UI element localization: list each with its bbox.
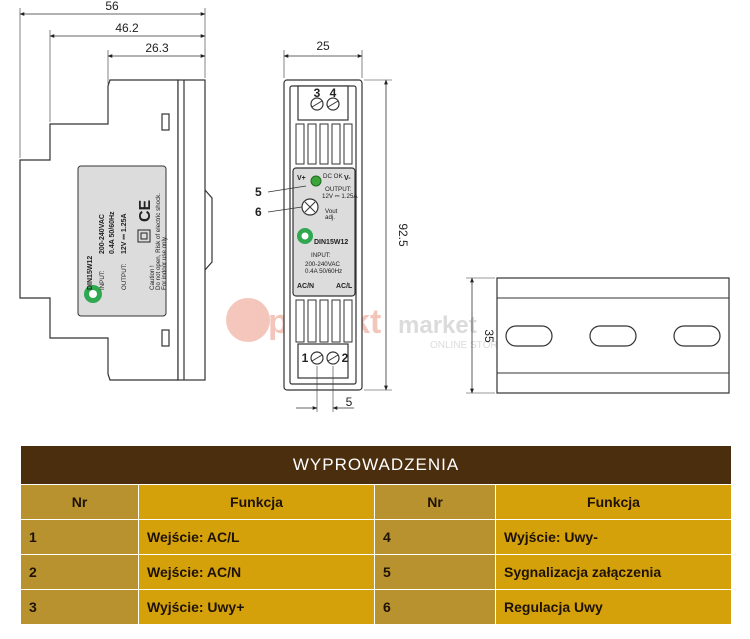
row-nr: 6 [374, 589, 496, 625]
rail-slot-2 [589, 325, 637, 347]
watermark-logo-icon [226, 298, 270, 342]
table-row: 1 Wejście: AC/L 4 Wyjście: Uwy- [20, 519, 733, 555]
front-input-title: INPUT: [311, 252, 331, 259]
row-function: Sygnalizacja załączenia [494, 554, 733, 590]
front-input-value-2: 0.4A 50/60Hz [305, 268, 342, 275]
dim-56: 56 [105, 0, 119, 13]
side-output-value: 12V ⎓ 1.25A [121, 213, 128, 254]
row-nr: 1 [20, 519, 139, 555]
row-function: Wejście: AC/L [138, 519, 375, 555]
header-funkcja-2: Funkcja [494, 484, 733, 520]
front-output-value: 12V ⎓ 1.25A [322, 193, 358, 200]
callout-6: 6 [255, 205, 262, 219]
table-row: 3 Wyjście: Uwy+ 6 Regulacja Uwy [20, 589, 733, 625]
header-funkcja-1: Funkcja [138, 484, 375, 520]
side-caution-1: Caution ! [149, 265, 156, 290]
side-label-plate: DIN15W12 INPUT: 200-240VAC 0.4A 50/60Hz … [77, 165, 168, 317]
side-cover-bulge [204, 189, 213, 271]
watermark-subtitle: ONLINE STORE [430, 340, 505, 351]
front-output-title: OUTPUT: [325, 186, 352, 193]
front-vents-top [295, 123, 353, 165]
side-input-value-2: 0.4A 50/60Hz [109, 211, 116, 254]
dim-25: 25 [316, 39, 330, 53]
front-v-minus: V- [344, 175, 351, 182]
front-model: DIN15W12 [314, 239, 348, 246]
row-nr: 2 [20, 554, 139, 590]
din-rail [466, 277, 730, 394]
side-output-title: OUTPUT: [121, 263, 128, 290]
table-title: WYPROWADZENIA [19, 445, 733, 485]
rail-slot-1 [505, 325, 553, 347]
header-nr-2: Nr [374, 484, 496, 520]
row-nr: 3 [20, 589, 139, 625]
side-input-title: INPUT: [99, 270, 106, 290]
front-terminal-block-bottom [297, 343, 349, 379]
rail-body [496, 277, 730, 394]
front-input-value-1: 200-240VAC [305, 261, 341, 268]
front-screws [310, 97, 340, 365]
header-nr-1: Nr [20, 484, 139, 520]
dim-46-2: 46.2 [115, 21, 139, 35]
side-caution-3: For indoor use only. [161, 235, 168, 290]
front-vout-adj-1: Vout [325, 208, 338, 215]
terminal-4-label: 4 [330, 86, 337, 100]
dim-5: 5 [346, 395, 353, 409]
row-function: Wyjście: Uwy+ [138, 589, 375, 625]
row-function: Wyjście: Uwy- [494, 519, 733, 555]
dim-92-5: 92.5 [396, 223, 410, 247]
front-vents-bottom [295, 299, 353, 343]
terminal-3-label: 3 [314, 86, 321, 100]
front-v-plus: V+ [297, 175, 306, 182]
pinout-table: WYPROWADZENIA Nr Funkcja Nr Funkcja 1 We… [19, 445, 733, 625]
row-function: Wejście: AC/N [138, 554, 375, 590]
row-nr: 5 [374, 554, 496, 590]
callout-5: 5 [255, 185, 262, 199]
front-dc-ok: DC OK [323, 173, 343, 180]
table-row: 2 Wejście: AC/N 5 Sygnalizacja załączeni… [20, 554, 733, 590]
row-nr: 4 [374, 519, 496, 555]
terminal-2-label: 2 [342, 351, 349, 365]
side-front-cover [177, 79, 206, 381]
watermark-brand-b: market [398, 312, 477, 339]
dc-ok-led-icon [310, 175, 322, 187]
side-model: DIN15W12 [87, 256, 94, 290]
rail-slot-3 [673, 325, 721, 347]
ce-mark-icon: CE [137, 199, 154, 222]
callout-leader-6 [267, 206, 303, 213]
front-view [267, 50, 392, 412]
dim-35: 35 [482, 329, 496, 343]
side-clip-bottom [161, 329, 170, 347]
callout-leader-5 [267, 185, 307, 193]
side-input-value-1: 200-240VAC [99, 214, 106, 254]
technical-drawing: perfekt market ONLINE STORE 56 46.2 26.3… [19, 0, 730, 412]
dim-26-3: 26.3 [145, 41, 169, 55]
front-ac-l: AC/L [336, 283, 353, 290]
watermark: perfekt market ONLINE STORE [226, 298, 505, 351]
side-caution-2: Do not open, Risk of electric shock. [155, 193, 162, 290]
terminal-1-label: 1 [302, 351, 309, 365]
double-insulation-icon [137, 229, 151, 243]
front-ac-n: AC/N [297, 283, 314, 290]
row-function: Regulacja Uwy [494, 589, 733, 625]
front-vout-adj-2: adj. [325, 214, 335, 221]
side-clip-top [161, 113, 170, 131]
